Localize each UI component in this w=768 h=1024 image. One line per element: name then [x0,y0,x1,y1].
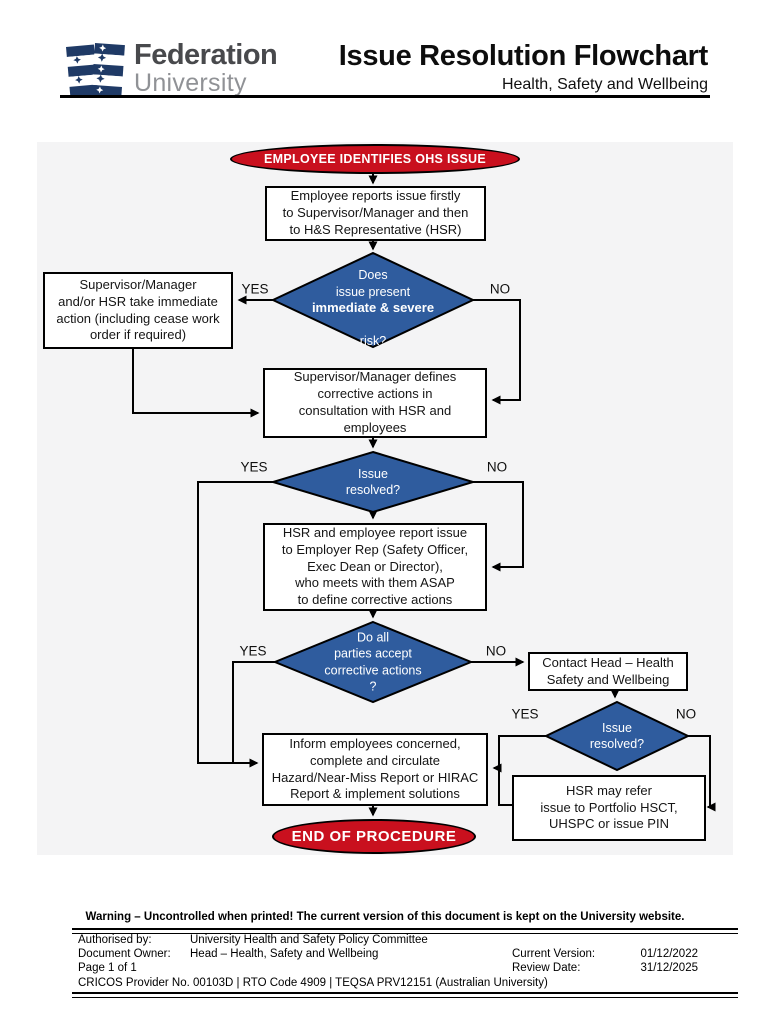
decision3-diamond [272,620,474,704]
footer-top-rule [72,928,738,934]
define-actions-box: Supervisor/Manager defines corrective ac… [263,368,487,438]
arrow-decision4-no [688,735,716,812]
arrow-decision2-no [473,481,524,572]
decision4-yes-label: YES [511,706,539,722]
hsr-refer-box: HSR may refer issue to Portfolio HSCT, U… [512,775,706,841]
arrow-action-to-define [132,349,260,418]
line-decision3-yes [232,661,275,762]
page-number: Page 1 of 1 [78,962,137,974]
arrow-decision1-no [473,299,521,405]
end-terminator: END OF PROCEDURE [272,819,476,854]
decision4-text: Issue resolved? [589,720,645,751]
decision4-no-label: NO [675,706,697,722]
contact-head-box: Contact Head – Health Safety and Wellbei… [528,652,688,691]
current-version-label: Current Version: [512,948,596,960]
flowchart-panel: EMPLOYEE IDENTIFIES OHS ISSUE END OF PRO… [37,142,733,855]
report-issue-box: Employee reports issue firstly to Superv… [265,186,486,241]
decision3-text: Do all parties accept corrective actions… [324,630,422,694]
uncontrolled-warning: Warning – Uncontrolled when printed! The… [85,911,685,923]
start-terminator: EMPLOYEE IDENTIFIES OHS ISSUE [230,144,520,174]
inform-employees-box: Inform employees concerned, complete and… [262,733,488,806]
footer-bottom-rule [72,992,738,998]
arrow-decision2-yes [197,481,273,768]
decision3-no-label: NO [485,643,507,659]
decision1-bold: immediate & severe [311,299,435,315]
decision3-yes-label: YES [239,643,267,659]
brand-university: University [134,69,247,97]
line-refer-to-inform [498,769,513,806]
decision2-text: Issue resolved? [345,466,401,497]
decision1-no-label: NO [489,281,511,297]
brand-federation: Federation [134,39,278,71]
document-owner-label: Document Owner: [78,948,171,960]
decision1-line1: Does issue present [335,268,411,299]
decision4-diamond [543,700,691,772]
document-owner-value: Head – Health, Safety and Wellbeing [190,948,379,960]
review-date-value: 31/12/2025 [640,962,698,974]
review-date-label: Review Date: [512,962,581,974]
decision2-yes-label: YES [240,459,268,475]
decision1-yes-label: YES [241,281,269,297]
federation-flag-icon [66,43,125,98]
header-rule [60,95,710,98]
decision2-diamond [269,450,477,514]
decision1-line2: risk? [359,333,387,348]
cricos-line: CRICOS Provider No. 00103D | RTO Code 49… [78,977,548,989]
flowchart-connectors [132,174,716,817]
page-subtitle: Health, Safety and Wellbeing [501,76,708,93]
arrow-decision4-yes [492,735,546,773]
authorised-by-label: Authorised by: [78,934,152,946]
decision1-diamond [270,251,476,349]
authorised-by-value: University Health and Safety Policy Comm… [190,934,428,946]
immediate-action-box: Supervisor/Manager and/or HSR take immed… [43,272,233,349]
university-brand: Federation University [134,39,278,97]
report-employer-box: HSR and employee report issue to Employe… [263,523,487,611]
decision2-no-label: NO [486,459,508,475]
page-title: Issue Resolution Flowchart [338,40,709,72]
current-version-value: 01/12/2022 [640,948,698,960]
decision1-text: Does issue present immediate & severe ri… [312,251,434,349]
